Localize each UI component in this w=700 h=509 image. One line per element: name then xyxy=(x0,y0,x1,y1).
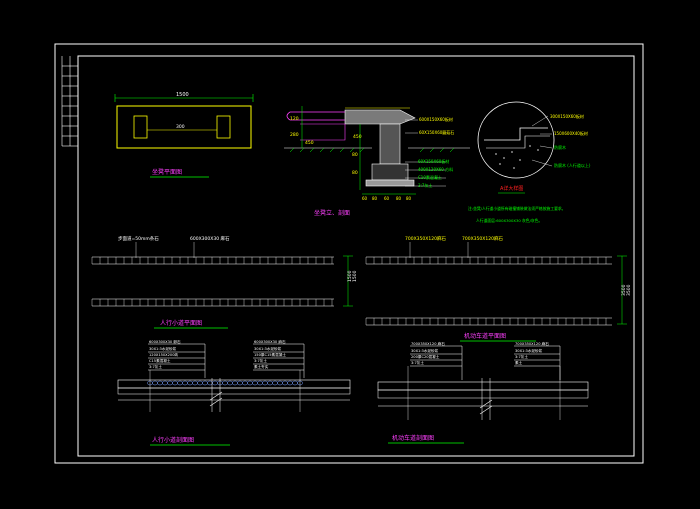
veh-section-legend-a: 700X350X120 麻石 30X1:3水泥砂浆 200厚C20混凝土 3:7… xyxy=(410,341,463,380)
bench-plan-leg-left xyxy=(133,115,148,139)
vehicle-section: 700X350X120 麻石 30X1:3水泥砂浆 200厚C20混凝土 3:7… xyxy=(377,341,589,444)
veh-legend-a-2: 30X1:3水泥砂浆 xyxy=(411,348,439,353)
ped-plan-label-1: 步面道=50mm条石 xyxy=(118,235,159,242)
bench-dim-9: 60 xyxy=(384,196,390,201)
bench-plan-leg-right xyxy=(216,115,231,139)
bench-callout-4: 400X120X60 方料 xyxy=(418,166,453,172)
bench-dim-6: 80 xyxy=(352,170,358,176)
ped-legend-b-5: 素土夯实 xyxy=(254,364,269,369)
bench-dim-4: 450 xyxy=(353,134,362,140)
ped-legend-a-5: 3:7灰土 xyxy=(149,364,162,369)
ped-plan-dim-1: 1500 xyxy=(347,270,353,282)
bench-dim-8: 80 xyxy=(372,196,378,201)
veh-plan-label-2: 700X350X120麻石 xyxy=(462,235,503,242)
bench-dim-11: 80 xyxy=(406,196,412,201)
vehicle-plan: 700X350X120麻石 700X350X120麻石 3500 3500 机动… xyxy=(365,235,632,342)
bench-post xyxy=(379,123,401,165)
detail-note-2: 人行道面层:600X300X30 灰色/灰色。 xyxy=(476,218,542,223)
veh-legend-a-1: 700X350X120 麻石 xyxy=(411,341,445,346)
bench-dim-10: 80 xyxy=(396,196,402,201)
detail-a-circle xyxy=(477,101,555,179)
veh-legend-b-2: 30X1:3水泥砂浆 xyxy=(515,348,543,353)
ped-legend-b-1: 600X300X30 麻石 xyxy=(254,339,286,344)
veh-legend-a-3: 200厚C20混凝土 xyxy=(411,354,440,359)
ped-legend-a-3: 120X150X200砖 xyxy=(149,352,179,357)
ped-section-legend-b: 600X300X30 麻石 30X1:3水泥砂浆 150厚C15素混凝土 3:7… xyxy=(253,339,305,378)
ped-section-legend-a: 600X300X30 卵石 30X1:3水泥砂浆 120X150X200砖 C1… xyxy=(148,339,206,378)
bench-callout-6: 3:7灰土 xyxy=(418,182,432,188)
ped-legend-a-4: C15素混凝土 xyxy=(149,358,171,363)
ped-section-title: 人行小道剖面图 xyxy=(152,436,194,444)
ped-legend-b-4: 3:7灰土 xyxy=(254,358,267,363)
bench-dim-2: 280 xyxy=(290,132,299,138)
bench-callout-1: 600X150X60板材 xyxy=(419,116,453,122)
bench-callout-3: 60X150X60板材 xyxy=(418,158,449,164)
bench-callout-5: C10素混凝土 xyxy=(418,174,442,180)
veh-plan-dim-2: 3500 xyxy=(626,284,632,296)
detail-callout-3: 防腐木 xyxy=(554,144,566,150)
bench-section-title: 坐凳立、剖面 xyxy=(314,209,350,217)
detail-callout-2: 150X600X40板材 xyxy=(554,130,588,136)
bench-section: 120 280 450 450 80 80 60 80 60 80 80 600… xyxy=(284,106,470,217)
ped-legend-a-1: 600X300X30 卵石 xyxy=(149,339,181,344)
ped-legend-a-2: 30X1:3水泥砂浆 xyxy=(149,346,177,351)
veh-plan-title: 机动车道平面图 xyxy=(464,332,506,340)
veh-plan-strip-top xyxy=(365,256,612,265)
pedestrian-plan: 步面道=50mm条石 600X300X30 麻石 1500 1500 人行小道平… xyxy=(91,235,358,329)
veh-legend-b-4: 素土 xyxy=(515,360,523,365)
detail-callout-1: 300X150X60板材 xyxy=(550,113,584,119)
ped-plan-strip-bottom xyxy=(91,298,334,307)
bench-plan: 1500 300 坐凳平面图 xyxy=(114,92,254,178)
bench-dim-3: 450 xyxy=(305,140,314,146)
bench-seat-slab xyxy=(344,109,416,125)
outer-frame xyxy=(54,43,644,464)
veh-plan-dim-1: 3500 xyxy=(621,284,627,296)
bench-dim-5: 80 xyxy=(352,152,358,158)
detail-note-1: 注:坐凳/人行道小道所有碰撞铺装做法须严格按施工要求。 xyxy=(468,206,565,211)
bench-plan-width-dim: 1500 xyxy=(176,92,189,98)
veh-section-title: 机动车道剖面图 xyxy=(392,434,434,442)
bench-plan-outline xyxy=(116,105,252,149)
bench-foundation xyxy=(371,163,409,181)
veh-legend-a-4: 3:7灰土 xyxy=(411,360,424,365)
inner-frame xyxy=(77,55,635,457)
pedestrian-section: 600X300X30 卵石 30X1:3水泥砂浆 120X150X200砖 C1… xyxy=(117,339,351,446)
veh-plan-strip-bottom xyxy=(365,317,612,326)
bench-callout-2: 60X150X60蘑菇石 xyxy=(419,129,454,135)
bench-plan-inner-dim: 300 xyxy=(176,124,185,130)
ped-legend-b-2: 30X1:3水泥砂浆 xyxy=(254,346,282,351)
veh-plan-label-1: 700X350X120麻石 xyxy=(405,235,446,242)
veh-legend-b-3: 3:7灰土 xyxy=(515,354,528,359)
bench-dim-7: 60 xyxy=(362,196,368,201)
veh-legend-b-1: 700X350X120 麻石 xyxy=(515,341,549,346)
ped-plan-dim-2: 1500 xyxy=(352,270,358,282)
ped-plan-label-2: 600X300X30 麻石 xyxy=(190,235,230,242)
detail-a-title: A详大样图 xyxy=(500,185,523,192)
title-block-strip xyxy=(61,56,78,147)
bench-plan-title: 坐凳平面图 xyxy=(152,168,182,176)
detail-a: 300X150X60板材 150X600X40板材 防腐木 防腐木 (人行道以上… xyxy=(468,101,591,223)
detail-callout-4: 防腐木 (人行道以上) xyxy=(554,162,591,168)
bench-dim-1: 120 xyxy=(290,116,299,122)
ped-plan-strip-top xyxy=(91,256,334,265)
ped-legend-b-3: 150厚C15素混凝土 xyxy=(254,352,286,357)
ped-plan-title: 人行小道平面图 xyxy=(160,319,202,327)
